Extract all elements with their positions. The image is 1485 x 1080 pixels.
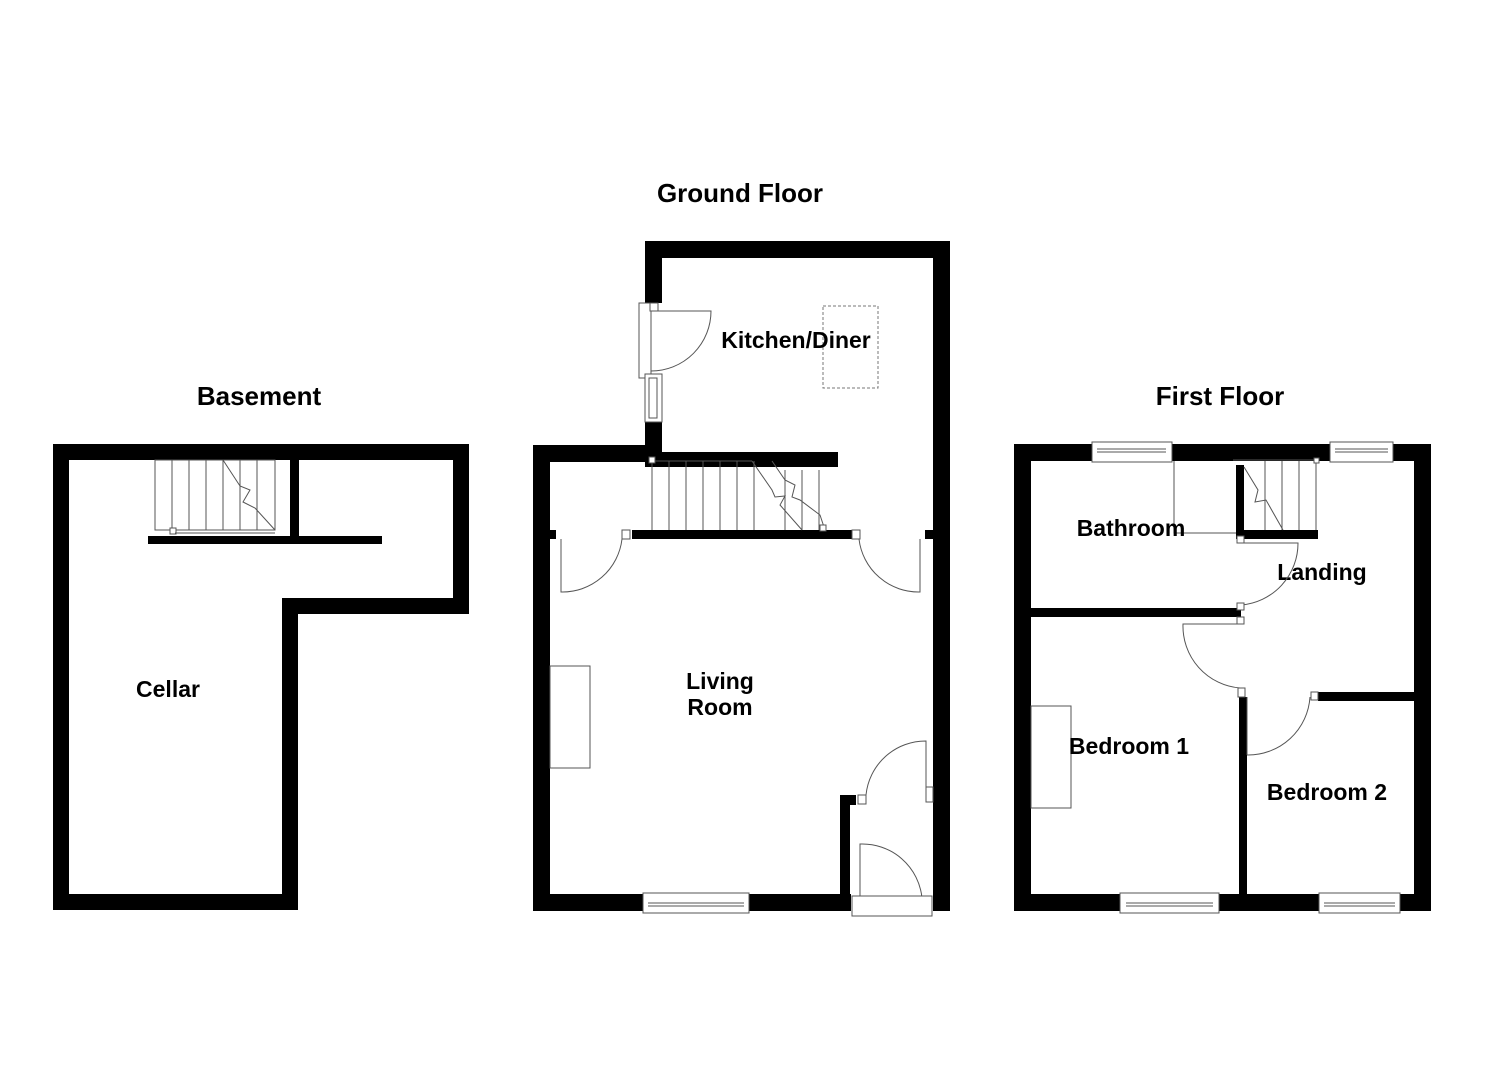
porch-inner-door — [857, 740, 934, 805]
first-floor-stairs — [1233, 457, 1320, 531]
ground-floor-walls — [533, 241, 950, 911]
bedroom-2-window — [1318, 892, 1401, 914]
bedroom-1-window — [1119, 892, 1220, 914]
bedroom-1-chimney-breast — [1030, 705, 1072, 809]
bedroom-1-door — [1182, 616, 1246, 698]
kitchen-side-door — [638, 302, 712, 379]
bathroom-door — [1236, 535, 1299, 611]
front-door — [851, 843, 933, 917]
bedroom-1-label: Bedroom 1 — [1069, 733, 1189, 759]
living-room-window — [642, 892, 750, 914]
living-room-fireplace — [549, 665, 591, 769]
first-floor-walls — [1014, 444, 1431, 911]
basement-stairs — [154, 459, 276, 535]
living-room-door-right — [851, 529, 921, 593]
basement-plan: Basement — [53, 381, 469, 910]
living-room-label-line1: Living — [686, 668, 754, 694]
bedroom-2-door — [1246, 691, 1319, 756]
living-room-label-line2: Room — [687, 694, 752, 720]
kitchen-side-window — [644, 373, 663, 423]
bathroom-window — [1091, 441, 1173, 463]
ground-floor-plan: Ground Floor — [533, 178, 950, 917]
basement-title: Basement — [197, 381, 322, 411]
first-floor-title: First Floor — [1156, 381, 1285, 411]
bathroom-fixture — [1173, 461, 1236, 534]
kitchen-diner-label: Kitchen/Diner — [721, 327, 871, 353]
basement-walls — [53, 444, 469, 910]
landing-window — [1329, 441, 1394, 463]
living-room-door-left — [560, 529, 631, 593]
ground-floor-title: Ground Floor — [657, 178, 823, 208]
cellar-label: Cellar — [136, 676, 200, 702]
landing-label: Landing — [1277, 559, 1366, 585]
bedroom-2-label: Bedroom 2 — [1267, 779, 1387, 805]
kitchen-skylight — [822, 305, 879, 389]
bathroom-label: Bathroom — [1077, 515, 1186, 541]
ground-stairs — [648, 456, 827, 532]
first-floor-plan: First Floor — [1014, 381, 1431, 914]
